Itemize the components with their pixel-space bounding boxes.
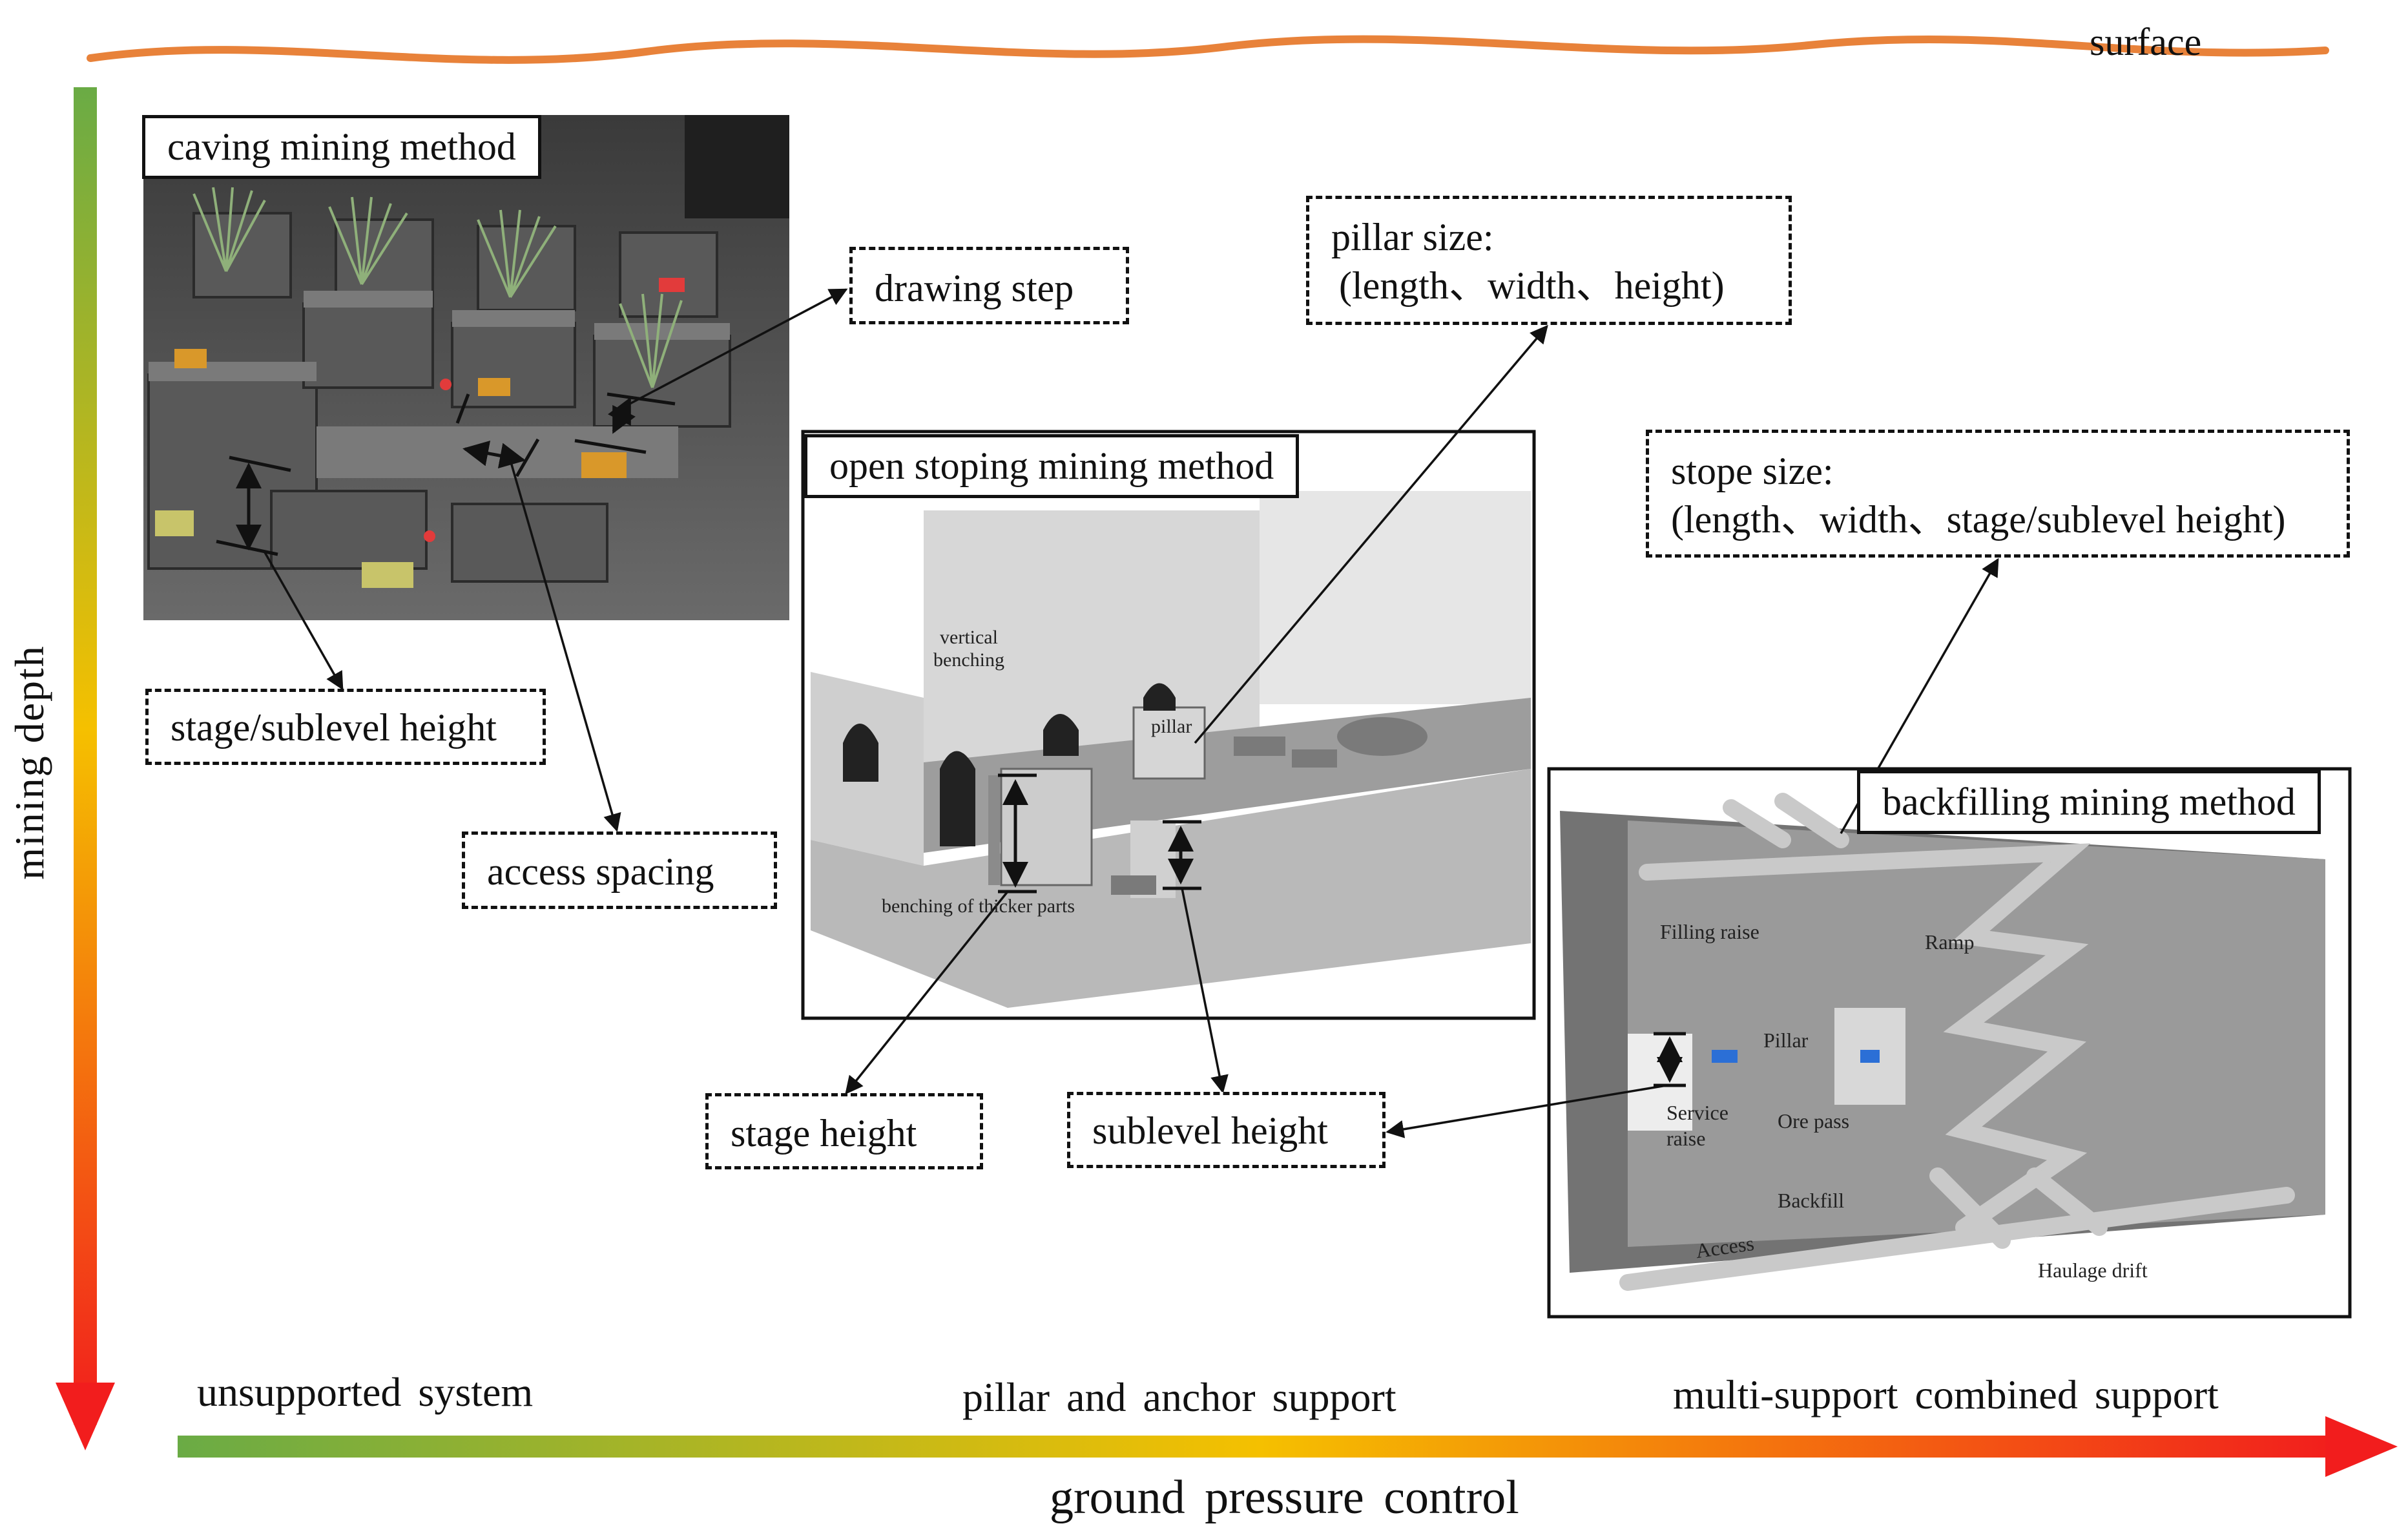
backfilling-illustration	[1547, 767, 2352, 1319]
vertical-benching-label: vertical benching	[933, 627, 1004, 671]
mining-depth-arrow	[56, 87, 115, 1450]
stope-size-line2: (length、width、stage/sublevel height)	[1671, 498, 2286, 541]
service-raise-label: Service raise	[1666, 1101, 1728, 1150]
drawing-step-text: drawing step	[875, 267, 1074, 309]
pillar-size-label: pillar size: (length、width、height)	[1306, 196, 1792, 325]
ground-pressure-arrow	[178, 1416, 2398, 1477]
connector-arrows	[264, 288, 1999, 1138]
support-level-unsupported: unsupported system	[197, 1369, 534, 1415]
surface-line	[87, 35, 2329, 64]
ramp-label: Ramp	[1925, 930, 1975, 954]
backfill-pillar-label: Pillar	[1763, 1029, 1809, 1052]
backfilling-title: backfilling mining method	[1857, 770, 2321, 834]
caving-illustration	[143, 115, 789, 620]
support-level-multi: multi-support combined support	[1673, 1372, 2219, 1417]
access-spacing-label: access spacing	[462, 831, 777, 909]
caving-title: caving mining method	[142, 115, 541, 179]
ground-pressure-label: ground pressure control	[1050, 1471, 1519, 1524]
pillar-size-line1: pillar size:	[1331, 216, 1494, 258]
sublevel-height-text: sublevel height	[1092, 1109, 1328, 1152]
support-level-pillar-anchor: pillar and anchor support	[962, 1374, 1396, 1420]
drawing-step-label: drawing step	[849, 247, 1129, 324]
stage-height-label: stage height	[705, 1093, 983, 1169]
haulage-drift-label: Haulage drift	[2038, 1259, 2148, 1282]
stage-sublevel-height-label: stage/sublevel height	[145, 689, 546, 765]
open-stoping-title: open stoping mining method	[804, 434, 1300, 498]
pillar-label: pillar	[1151, 716, 1192, 737]
mining-depth-label: mining depth	[6, 645, 52, 880]
stage-sublevel-height-text: stage/sublevel height	[171, 706, 497, 749]
stope-size-line1: stope size:	[1671, 450, 1834, 492]
stage-height-text: stage height	[731, 1112, 917, 1155]
surface-label: surface	[2090, 21, 2202, 63]
pillar-size-line2: (length、width、height)	[1339, 264, 1725, 307]
benching-thicker-parts-label: benching of thicker parts	[882, 895, 1075, 917]
open-stoping-illustration	[801, 430, 1536, 1020]
stope-size-label: stope size: (length、width、stage/sublevel…	[1646, 430, 2350, 558]
backfill-label: Backfill	[1778, 1189, 1845, 1212]
ore-pass-label: Ore pass	[1778, 1109, 1850, 1133]
access-spacing-text: access spacing	[487, 850, 714, 893]
filling-raise-label: Filling raise	[1660, 920, 1759, 943]
sublevel-height-label: sublevel height	[1067, 1092, 1386, 1168]
